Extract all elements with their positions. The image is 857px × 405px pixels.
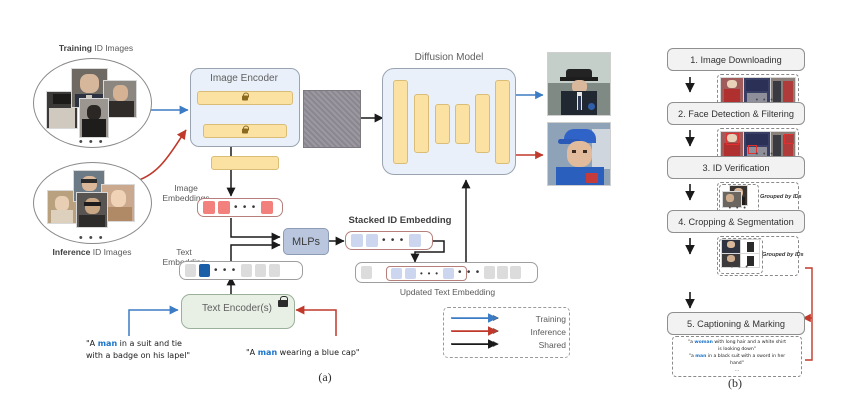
step-3-ellipsis: • • • [728, 205, 748, 212]
pipeline-step-5[interactable]: 5. Captioning & Marking [667, 312, 805, 335]
image-encoder-title: Image Encoder [210, 73, 278, 84]
token [351, 234, 363, 247]
training-ellipsis: • • • [78, 136, 105, 148]
step-3-thumbnails [721, 185, 755, 208]
text-encoder-lock-icon [278, 296, 288, 307]
pipeline-step-2[interactable]: 2. Face Detection & Filtering [667, 102, 805, 125]
unet-block [435, 104, 450, 144]
inference-output-image [547, 122, 611, 186]
token [260, 201, 273, 214]
token-ellipsis: • • • [420, 269, 440, 278]
token [218, 201, 230, 214]
token-ellipsis: • • • [458, 267, 481, 278]
unet-block [455, 104, 470, 144]
step-1-ellipsis: • • • [755, 97, 775, 104]
text-encoder-box [181, 294, 295, 329]
caption-line-4: hand" [730, 360, 744, 366]
diffusion-model-title: Diffusion Model [414, 52, 484, 63]
mlps-label: MLPs [291, 235, 321, 248]
updated-text-embedding-strip: • • • • • • [355, 262, 538, 283]
pipeline-step-1[interactable]: 1. Image Downloading [667, 48, 805, 71]
lock-icon [242, 92, 249, 101]
step-5-caption-examples: "a woman with long hair and a white shir… [672, 336, 802, 377]
subcaption-a: (a) [318, 370, 332, 384]
image-embeddings-strip: • • • [197, 198, 283, 217]
token [405, 268, 416, 279]
token [361, 266, 372, 279]
caption-line-1: "a woman with long hair and a white shir… [687, 340, 787, 345]
pipeline-step-3[interactable]: 3. ID Verification [667, 156, 805, 179]
step-4-grouped-by-ids-label: Grouped by IDs [762, 252, 804, 258]
lock-icon [242, 125, 249, 134]
caption-line-5: ... [734, 367, 740, 373]
stacked-id-embedding-label: Stacked ID Embedding [348, 215, 452, 226]
token [268, 264, 280, 277]
token [443, 268, 455, 279]
unet-block [475, 94, 490, 153]
mlps-box: MLPs [283, 228, 329, 255]
diffusion-model-box [382, 68, 516, 175]
training-id-thumbnails [33, 58, 150, 146]
token [185, 264, 196, 277]
legend-arrowheads [451, 313, 498, 349]
step-4-ellipsis: • • • [730, 264, 750, 271]
legend-label: Inference [530, 326, 566, 337]
inference-prompt: "A man wearing a blue cap" [246, 348, 360, 357]
updated-text-embedding-label: Updated Text Embedding [399, 287, 496, 297]
inference-ellipsis: • • • [78, 232, 105, 244]
token-ellipsis: • • • [234, 202, 257, 213]
legend-label: Shared [538, 339, 566, 350]
image-encoder-layer-1-locked [197, 91, 293, 105]
legend-label: Training [535, 313, 566, 324]
image-embeddings-label: Image Embeddings [162, 183, 210, 203]
training-output-image [547, 52, 611, 116]
unet-block [495, 80, 510, 164]
token-id-placeholder [199, 264, 210, 277]
text-encoder-title: Text Encoder(s) [201, 303, 273, 314]
training-id-images-label: Training ID Images [58, 43, 134, 53]
training-prompt: "A man in a suit and tie with a badge on… [86, 339, 191, 360]
caption-line-3: "a man in a black suit with a sword in h… [688, 353, 786, 359]
stacked-id-insert-group: • • • [386, 266, 467, 281]
token [254, 264, 266, 277]
token [509, 266, 521, 279]
step-4-thumbnails [721, 239, 760, 268]
unet-block [393, 80, 408, 164]
image-encoder-layer-3 [211, 156, 279, 170]
token [496, 266, 508, 279]
token [391, 268, 402, 279]
token [483, 266, 495, 279]
unet-block [414, 94, 429, 153]
subcaption-b: (b) [728, 376, 742, 390]
pipeline-step-4[interactable]: 4. Cropping & Segmentation [667, 210, 805, 233]
token [203, 201, 215, 214]
stacked-id-embedding-strip: • • • [345, 231, 433, 250]
token [366, 234, 378, 247]
token-ellipsis: • • • [214, 265, 237, 276]
step-3-grouped-by-ids-label: Grouped by IDs [760, 194, 802, 200]
token-ellipsis: • • • [382, 235, 405, 246]
image-encoder-layer-2-locked [203, 124, 287, 138]
caption-line-2: is looking down" [718, 346, 756, 352]
step-2-ellipsis: • • • [755, 151, 775, 158]
text-embedding-strip: • • • [179, 261, 303, 280]
inference-id-thumbnails [33, 162, 150, 242]
inference-id-images-label: Inference ID Images [52, 247, 132, 257]
token [408, 234, 421, 247]
token [240, 264, 252, 277]
noise-latent [303, 90, 361, 148]
